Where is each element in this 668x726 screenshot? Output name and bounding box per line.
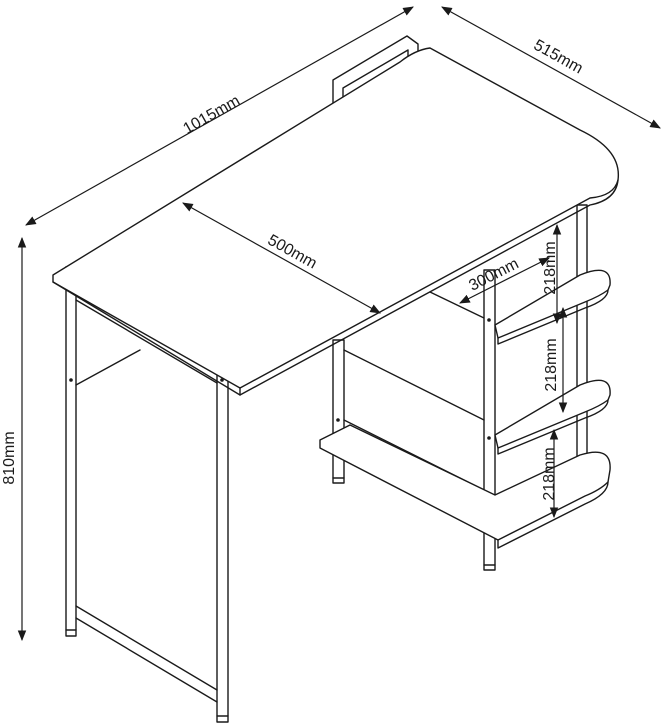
shelf-bottom	[319, 424, 611, 549]
shelf-middle	[494, 379, 611, 455]
shelf-gap-3-label: 218mm	[541, 447, 558, 500]
height-label: 810mm	[1, 431, 18, 484]
shelf-gap-2-label: 218mm	[543, 338, 560, 391]
shelf-top	[494, 269, 611, 345]
width-label: 1015mm	[181, 92, 244, 137]
dimension-lines	[17, 6, 661, 642]
shelf-gap-1-label: 218mm	[542, 241, 559, 294]
